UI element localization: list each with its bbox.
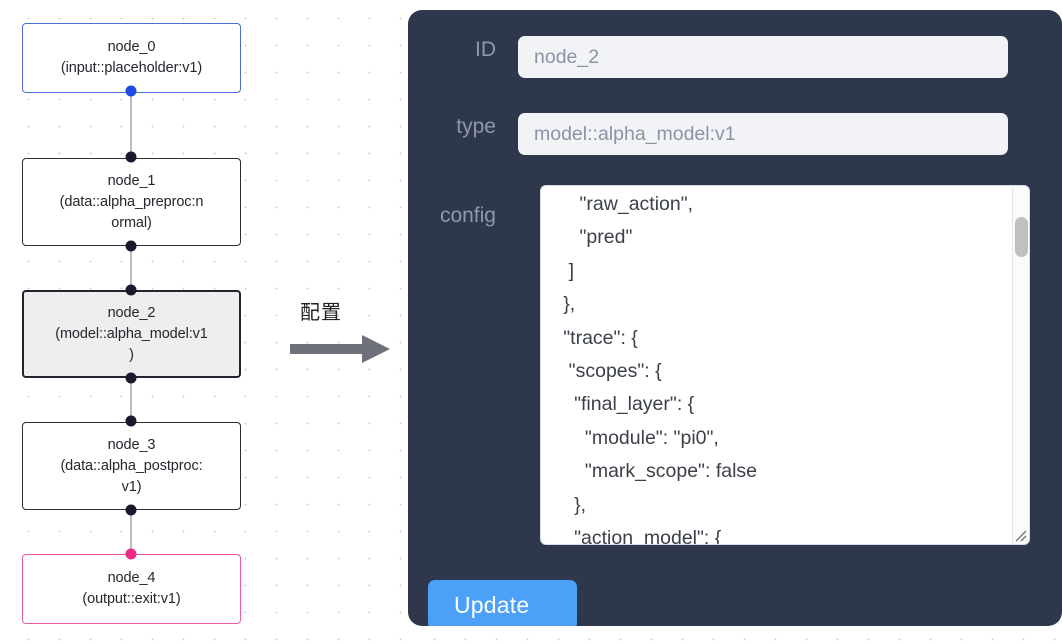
resize-handle-icon[interactable] — [1011, 526, 1027, 542]
graph-node-label: node_3 (data::alpha_postproc: v1) — [60, 436, 203, 495]
graph-node-node_3[interactable]: node_3 (data::alpha_postproc: v1) — [22, 422, 241, 510]
graph-node-label: node_2 (model::alpha_model:v1 ) — [55, 304, 208, 363]
graph-node-label: node_1 (data::alpha_preproc:n ormal) — [59, 172, 204, 231]
arrow-right-icon — [290, 335, 390, 363]
config-scrollbar-thumb[interactable] — [1015, 217, 1028, 257]
node-handle-node_1-target[interactable] — [125, 151, 137, 163]
graph-node-node_2[interactable]: node_2 (model::alpha_model:v1 ) — [22, 290, 241, 378]
graph-canvas[interactable]: node_0 (input::placeholder:v1) node_1 (d… — [0, 0, 406, 643]
edge-node1-node2 — [130, 245, 132, 293]
config-textarea[interactable]: "raw_action", "pred" ] }, "trace": { "sc… — [540, 185, 1030, 545]
id-input[interactable] — [518, 36, 1008, 78]
graph-node-label: node_4 (output::exit:v1) — [82, 570, 181, 607]
node-handle-node_2-source[interactable] — [125, 372, 137, 384]
graph-node-node_0[interactable]: node_0 (input::placeholder:v1) — [22, 23, 241, 93]
config-scrollbar-track[interactable] — [1012, 187, 1028, 544]
field-row-type: type — [408, 113, 1062, 155]
graph-node-node_4[interactable]: node_4 (output::exit:v1) — [22, 554, 241, 624]
node-config-panel: ID type config "raw_action", "pred" ] },… — [408, 10, 1062, 626]
edge-node3-node4 — [130, 508, 132, 556]
edge-node2-node3 — [130, 375, 132, 423]
config-textarea-content: "raw_action", "pred" ] }, "trace": { "sc… — [563, 193, 758, 545]
field-label-config: config — [439, 204, 496, 227]
field-label-type: type — [456, 115, 496, 138]
node-handle-node_2-target[interactable] — [125, 284, 137, 296]
graph-node-label: node_0 (input::placeholder:v1) — [60, 39, 203, 76]
configure-arrow-label: 配置 — [300, 300, 342, 324]
field-row-id: ID — [408, 36, 1062, 78]
edge-node0-node1 — [130, 90, 132, 160]
node-handle-node_3-source[interactable] — [125, 504, 137, 516]
node-handle-node_1-source[interactable] — [125, 240, 137, 252]
node-handle-node_4-target[interactable] — [125, 548, 137, 560]
node-handle-node_0-source[interactable] — [125, 85, 137, 97]
field-label-id: ID — [475, 38, 496, 61]
update-button[interactable]: Update — [428, 580, 577, 626]
configure-arrow-group: 配置 — [290, 296, 396, 366]
node-handle-node_3-target[interactable] — [125, 415, 137, 427]
graph-node-node_1[interactable]: node_1 (data::alpha_preproc:n ormal) — [22, 158, 241, 246]
type-input[interactable] — [518, 113, 1008, 155]
